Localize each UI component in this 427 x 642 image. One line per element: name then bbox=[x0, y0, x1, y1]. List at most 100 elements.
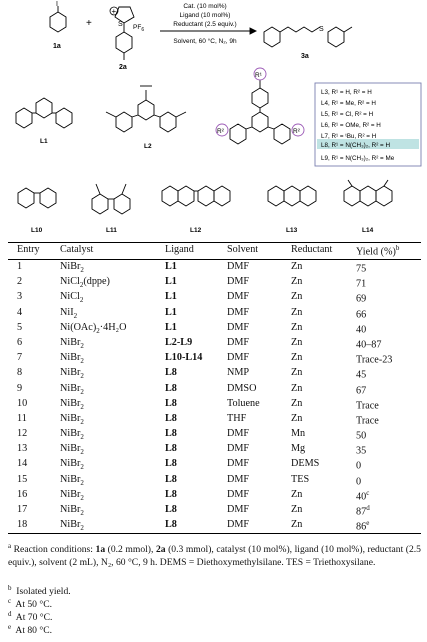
cell-yield: 40–87 bbox=[356, 339, 382, 351]
svg-text:+: + bbox=[112, 7, 117, 16]
cell-solvent: DMSO bbox=[227, 382, 257, 394]
cell-ligand: L2-L9 bbox=[165, 336, 193, 348]
label-1a: 1a bbox=[53, 43, 61, 50]
legend-L4: L4, R¹ = Me, R² = H bbox=[321, 100, 376, 107]
footnote-b: b Isolated yield. bbox=[8, 584, 71, 598]
cell-ligand: L8 bbox=[165, 443, 177, 455]
cell-ligand: L8 bbox=[165, 473, 177, 485]
label-L1: L1 bbox=[40, 138, 48, 145]
ligand-L14-structure bbox=[343, 179, 393, 207]
cell-catalyst: NiBr2 bbox=[60, 412, 84, 426]
cell-entry: 10 bbox=[17, 397, 28, 409]
ligand-L1-structure bbox=[15, 97, 73, 129]
cell-solvent: DMF bbox=[227, 336, 250, 348]
tolyl-ring bbox=[115, 31, 133, 54]
reaction-scheme: + I S PF6 S + 1a 2a 3a Cat. (10 mol%) Li… bbox=[15, 1, 422, 234]
cell-solvent: DMF bbox=[227, 488, 250, 500]
cell-yield: Trace bbox=[356, 400, 379, 412]
cell-entry: 18 bbox=[17, 519, 28, 531]
table-header: Entry Catalyst Ligand Solvent Reductant … bbox=[8, 243, 421, 260]
cell-solvent: DMF bbox=[227, 291, 250, 303]
header-rule bbox=[8, 259, 421, 260]
cell-ligand: L1 bbox=[165, 306, 177, 318]
cell-solvent: DMF bbox=[227, 458, 250, 470]
ligand-L13-structure bbox=[267, 185, 317, 207]
plus-sign: + bbox=[86, 18, 92, 29]
cell-entry: 3 bbox=[17, 291, 23, 303]
cell-ligand: L8 bbox=[165, 367, 177, 379]
cell-solvent: THF bbox=[227, 412, 247, 424]
cell-entry: 15 bbox=[17, 473, 28, 485]
cell-reductant: Zn bbox=[291, 352, 303, 364]
cell-yield: 86e bbox=[356, 519, 370, 533]
product-tolyl-ring bbox=[327, 26, 345, 48]
cell-reductant: Zn bbox=[291, 504, 303, 515]
cell-reductant: Mn bbox=[291, 428, 306, 440]
ligand-L10-structure bbox=[17, 187, 57, 209]
cell-catalyst: NiBr2 bbox=[60, 504, 84, 518]
cell-yield: 35 bbox=[356, 445, 367, 457]
cell-entry: 8 bbox=[17, 367, 23, 379]
cell-solvent: DMF bbox=[227, 519, 250, 531]
cell-reductant: Zn bbox=[291, 412, 303, 424]
cell-catalyst: NiBr2 bbox=[60, 473, 84, 487]
thiolanium-ring bbox=[114, 6, 135, 24]
cell-entry: 4 bbox=[17, 306, 23, 318]
cell-yield: 69 bbox=[356, 293, 367, 305]
cell-ligand: L8 bbox=[165, 428, 177, 440]
legend-L7: L7, R¹ = ᵗBu, R² = H bbox=[321, 133, 377, 140]
cell-ligand: L8 bbox=[165, 458, 177, 470]
cell-catalyst: NiBr2 bbox=[60, 397, 84, 411]
label-L13: L13 bbox=[286, 227, 298, 234]
product-s: S bbox=[319, 26, 324, 33]
cell-catalyst: NiBr2 bbox=[60, 382, 84, 396]
label-L10: L10 bbox=[31, 227, 43, 234]
cell-catalyst: NiBr2 bbox=[60, 519, 84, 533]
cell-catalyst: NiBr2 bbox=[60, 261, 84, 275]
cell-ligand: L10-L14 bbox=[165, 352, 203, 364]
optimization-table: Entry Catalyst Ligand Solvent Reductant … bbox=[8, 243, 421, 533]
cell-catalyst: NiCl2 bbox=[60, 291, 84, 305]
condition-line-1: Cat. (10 mol%) bbox=[183, 3, 226, 10]
cell-reductant: TES bbox=[291, 473, 310, 485]
legend-L9: L9, R¹ = N(CH₃)₂, R² = Me bbox=[321, 155, 395, 162]
cell-reductant: Zn bbox=[291, 291, 303, 303]
cell-catalyst: NiBr2 bbox=[60, 428, 84, 442]
cell-entry: 9 bbox=[17, 382, 23, 394]
condition-line-3: Reductant (2.5 equiv.) bbox=[173, 21, 236, 28]
cell-ligand: L1 bbox=[165, 321, 177, 333]
condition-below: Solvent, 60 °C, N₂, 9h bbox=[173, 37, 237, 45]
cell-entry: 17 bbox=[17, 504, 28, 515]
label-L14: L14 bbox=[362, 227, 374, 234]
label-L11: L11 bbox=[106, 227, 117, 234]
table-top-rule bbox=[8, 242, 421, 243]
header-solvent: Solvent bbox=[227, 244, 259, 255]
cell-reductant: DEMS bbox=[291, 458, 320, 470]
cell-solvent: DMF bbox=[227, 504, 250, 515]
header-reductant: Reductant bbox=[291, 244, 333, 255]
cell-solvent: Toluene bbox=[227, 397, 260, 409]
cell-catalyst: NiBr2 bbox=[60, 488, 84, 502]
ligand-legend-box bbox=[314, 82, 422, 167]
cell-yield: 40 bbox=[356, 324, 367, 336]
cell-solvent: DMF bbox=[227, 261, 250, 272]
sulfonium-s: S bbox=[118, 21, 123, 28]
r1-label: R¹ bbox=[255, 72, 263, 79]
label-2a: 2a bbox=[119, 64, 127, 71]
cell-entry: 13 bbox=[17, 443, 28, 455]
cell-catalyst: NiBr2 bbox=[60, 367, 84, 381]
cell-yield: 75 bbox=[356, 263, 367, 275]
cell-entry: 5 bbox=[17, 321, 23, 333]
label-L2: L2 bbox=[144, 143, 152, 150]
